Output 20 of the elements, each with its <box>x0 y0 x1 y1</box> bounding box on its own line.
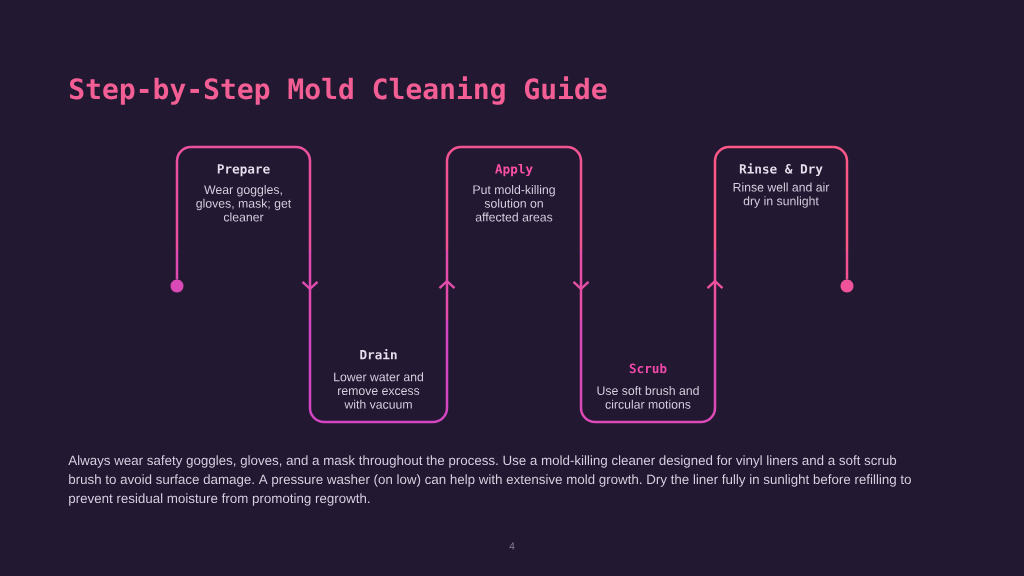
step-title: Scrub <box>629 363 667 374</box>
connector-line <box>845 250 849 280</box>
step-outline <box>713 145 849 250</box>
step-outline <box>175 145 312 250</box>
step-title: Apply <box>495 163 533 177</box>
step-description: Wear goggles, gloves, mask; get cleaner <box>196 185 292 222</box>
connector-line <box>175 250 179 280</box>
step-title: Drain <box>360 348 397 360</box>
step-description: Put mold-killing solution on affected areas <box>473 185 555 222</box>
step-description: Rinse well and air dry in sunlight <box>733 182 830 208</box>
step-title: Rinse & Dry <box>739 163 823 177</box>
step-description: Use soft brush and circular motions <box>597 386 699 409</box>
step-description: Lower water and remove excess with vacuum <box>334 372 424 409</box>
step-outline <box>308 320 449 424</box>
caption-text: Always wear safety goggles, gloves, and a mask throughout the process. Use a mold-killing cleaner designed for vinyl liners and a soft scrub brush to avoid surface damage. A pressure washer (on low) can help with extensive mold growth. Dry the liner fully in sunlight before refilling to prevent residual moisture from promoting regrowth. <box>68 455 911 506</box>
step-title: Prepare <box>217 164 270 177</box>
page-number: 4 <box>509 542 515 550</box>
step-outline <box>445 145 583 250</box>
slide-title: Step-by-Step Mold Cleaning Guide <box>70 76 607 105</box>
step-outline <box>579 320 717 424</box>
